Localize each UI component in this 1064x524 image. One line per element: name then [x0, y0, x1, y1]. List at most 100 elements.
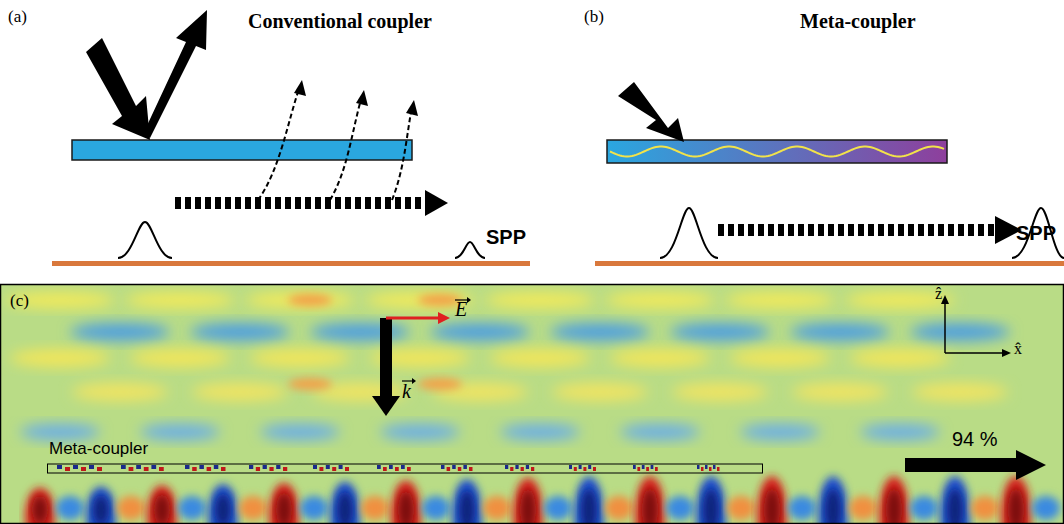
field-lobe: [642, 488, 658, 523]
meta-coupler-strip: Meta-coupler: [47, 440, 763, 476]
field-lobe: [703, 488, 719, 523]
field-lobe: [670, 323, 770, 341]
field-lobe: [25, 488, 55, 523]
meta-coupler-bar: [607, 140, 947, 163]
spp-label: SPP: [1016, 222, 1056, 244]
field-lobe: [300, 496, 328, 520]
arrow-head: [467, 297, 471, 303]
field-lobe: [337, 492, 353, 523]
spp-pulse: [118, 222, 172, 258]
field-lobe: [452, 479, 482, 523]
field-lobe: [860, 424, 940, 440]
field-lobe: [574, 476, 604, 523]
vector-label: E: [455, 298, 467, 320]
field-lobe: [635, 476, 665, 523]
field-lobe: [550, 323, 650, 341]
field-lobe: [380, 424, 460, 440]
axis-label: ẑ: [935, 285, 942, 303]
field-lobe: [790, 323, 890, 341]
field-lobe: [70, 323, 170, 341]
field-lobe: [483, 496, 511, 520]
field-lobe: [1001, 476, 1031, 523]
z-axis: [944, 302, 946, 353]
field-lobe: [418, 378, 462, 390]
x-axis: [945, 352, 1004, 354]
field-lobe: [276, 492, 292, 523]
field-lobe: [818, 476, 848, 523]
field-lobe: [117, 496, 145, 520]
field-lobe: [730, 349, 830, 367]
field-lobe: [940, 476, 970, 523]
field-lobe: [72, 383, 168, 401]
reflected-arrow: [144, 10, 207, 138]
field-lobe: [190, 323, 290, 341]
panel-title: Meta-coupler: [800, 10, 916, 32]
field-lobe: [422, 496, 450, 520]
field-lobe: [485, 292, 595, 308]
field-lobe: [792, 383, 888, 401]
field-lobe: [500, 424, 580, 440]
metal-surface: [595, 261, 1064, 266]
field-lobe: [10, 349, 110, 367]
incident-arrow: [618, 82, 684, 142]
field-lobe: [910, 323, 1010, 341]
field-lobe: [215, 493, 231, 523]
field-lobe: [310, 323, 410, 341]
arrow-head: [941, 295, 949, 304]
field-lobe: [971, 496, 999, 520]
field-lobe: [208, 484, 238, 523]
panel-letter: (c): [10, 292, 29, 311]
field-lobe: [1008, 488, 1024, 523]
field-lobe: [764, 488, 780, 523]
field-lobe: [850, 349, 950, 367]
spp-pulse: [1012, 208, 1064, 258]
field-lobe: [605, 292, 715, 308]
field-lobe: [825, 488, 841, 523]
field-lobe: [154, 494, 170, 523]
field-lobe: [666, 496, 694, 520]
field-lobe: [727, 496, 755, 520]
field-lobe: [288, 378, 332, 390]
field-lobe: [32, 496, 48, 523]
field-lobe: [757, 476, 787, 523]
strip-outline: [47, 462, 763, 476]
field-lobe: [620, 424, 700, 440]
arrow-head: [372, 396, 400, 416]
leakage-heads: [294, 80, 418, 116]
field-lobe: [56, 496, 84, 520]
panel-title: (b): [584, 8, 604, 27]
field-lobe: [260, 424, 340, 440]
field-lobe: [696, 476, 726, 523]
field-lobe: [86, 486, 116, 523]
e-vector: [386, 317, 440, 320]
field-lobe: [544, 496, 572, 520]
field-lobe: [245, 292, 355, 308]
arrow-head: [412, 378, 416, 384]
field-lobe: [740, 424, 820, 440]
field-lobe: [140, 424, 220, 440]
incident-arrow: [86, 38, 150, 140]
field-lobe: [20, 424, 100, 440]
field-lobe: [239, 496, 267, 520]
guided-wave: [610, 147, 944, 157]
weak-spp-pulse: [455, 242, 485, 258]
field-lobe: [125, 292, 235, 308]
field-lobe: [879, 476, 909, 523]
field-lobe: [330, 481, 360, 523]
field-lobe: [130, 349, 230, 367]
arrow-head: [438, 312, 450, 324]
field-lobe: [391, 480, 421, 523]
metal-surface: [52, 261, 530, 266]
field-lobe: [1032, 496, 1060, 520]
field-lobe: [147, 485, 177, 523]
strip-label: Meta-coupler: [49, 440, 763, 459]
arrow-head: [1002, 349, 1011, 357]
arrow-head: [425, 190, 448, 216]
percentage-label: 94 %: [952, 428, 998, 450]
axis-label: x̂: [1014, 340, 1022, 358]
field-lobe: [886, 488, 902, 523]
field-lobe: [725, 292, 835, 308]
panel-frame: [1, 285, 1064, 524]
field-lobe: [605, 496, 633, 520]
